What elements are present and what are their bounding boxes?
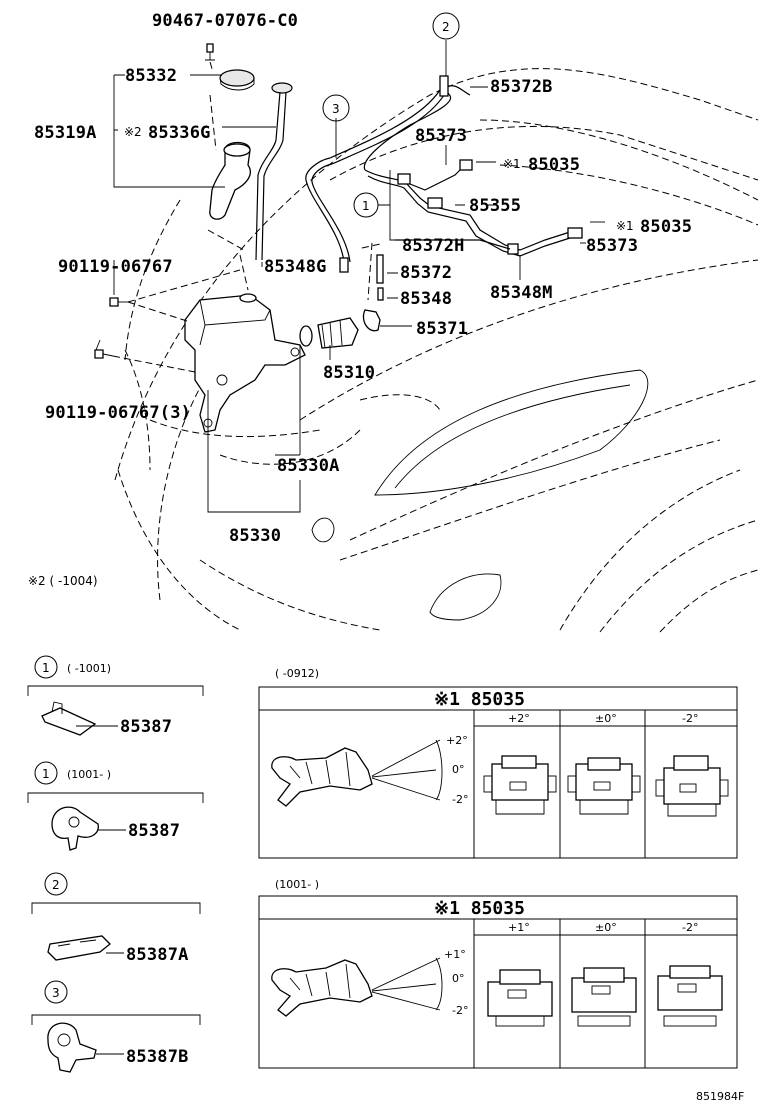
figure-id: 851984F — [696, 1090, 744, 1103]
clip-2-circle: 1 — [42, 767, 50, 781]
label-85336g: 85336G — [148, 123, 211, 143]
nozzle-table-1-angle-mid: 0° — [452, 763, 465, 776]
label-85332: 85332 — [125, 66, 177, 86]
nozzle-table-2-range: (1001- ) — [275, 878, 319, 891]
nozzle-table-1-title: ※1 85035 — [434, 689, 525, 710]
label-85035-top: 85035 — [528, 155, 580, 175]
nozzle-table-2-view-zero — [571, 967, 637, 1027]
label-85373-right: 85373 — [586, 236, 638, 256]
nozzle-table-2-col-3: -2° — [682, 921, 698, 934]
clip-2-part: 85387 — [128, 821, 180, 841]
car-body-outline — [114, 68, 759, 633]
label-85330a: 85330A — [277, 456, 340, 476]
nozzle-table-2-angle-down: -2° — [452, 1004, 468, 1017]
nozzle-table-1-col-2: ±0° — [595, 712, 617, 725]
clip-1-range: ( -1001) — [67, 662, 111, 675]
clip-section: 1 ( -1001) 85387 1 (1001- ) 85387 2 8538… — [27, 655, 204, 1073]
nozzle-table-2-view-minus2 — [657, 965, 723, 1027]
clip-1-circle: 1 — [42, 661, 50, 675]
nozzle-table-1-col-1: +2° — [508, 712, 530, 725]
label-85330: 85330 — [229, 526, 281, 546]
nozzle-table-1-angle-down: -2° — [452, 793, 468, 806]
nozzle-table-1-view-zero — [567, 757, 641, 815]
note-mark-2-range: ※2 ( -1004) — [28, 574, 98, 588]
leader-lines — [95, 40, 605, 513]
label-85372h: 85372H — [402, 236, 465, 256]
label-85355: 85355 — [469, 196, 521, 216]
nozzle-table-1-view-minus2 — [655, 755, 729, 817]
label-85348: 85348 — [400, 289, 452, 309]
clip-1-part: 85387 — [120, 717, 172, 737]
nozzle-table-1-col-3: -2° — [682, 712, 698, 725]
nozzle-table-2-view-plus1 — [487, 969, 553, 1027]
label-90119-06767-3: 90119-06767(3) — [45, 403, 191, 423]
nozzle-table-2-angle-mid: 0° — [452, 972, 465, 985]
clip-2-range: (1001- ) — [67, 768, 111, 781]
mark-1-right: ※1 — [616, 219, 634, 233]
callout-3: 3 — [332, 102, 340, 116]
nozzle-table-2-angle-up: +1° — [444, 948, 466, 961]
clip-4-part: 85387B — [126, 1047, 189, 1067]
label-85371: 85371 — [416, 319, 468, 339]
clip-3-part: 85387A — [126, 945, 189, 965]
nozzle-table-1-range: ( -0912) — [275, 667, 319, 680]
nozzle-table-2-col-2: ±0° — [595, 921, 617, 934]
label-85310: 85310 — [323, 363, 375, 383]
label-85372b: 85372B — [490, 77, 553, 97]
part-labels: 90467-07076-C0 85332 85319A ※2 85336G 90… — [34, 11, 692, 546]
callout-1: 1 — [362, 199, 370, 213]
mark-2-85336g: ※2 — [124, 125, 142, 139]
label-85035-right: 85035 — [640, 217, 692, 237]
nozzle-table-1: ( -0912) ※1 85035 +2° ±0° -2° +2° 0° -2° — [258, 667, 738, 859]
nozzle-table-1-view-plus2 — [483, 755, 557, 815]
nozzle-table-2-col-1: +1° — [508, 921, 530, 934]
mark-1-top: ※1 — [503, 157, 521, 171]
clip-3-circle: 2 — [52, 878, 60, 892]
label-85348m: 85348M — [490, 283, 553, 303]
washer-reservoir — [94, 43, 384, 433]
callout-2: 2 — [442, 20, 450, 34]
callout-circles: 2 3 1 — [322, 12, 460, 218]
nozzle-table-2-title: ※1 85035 — [434, 898, 525, 919]
label-85373-top: 85373 — [415, 126, 467, 146]
label-85372: 85372 — [400, 263, 452, 283]
label-90467-07076-c0: 90467-07076-C0 — [152, 11, 298, 31]
label-85348g: 85348G — [264, 257, 327, 277]
nozzle-table-1-angle-up: +2° — [446, 734, 468, 747]
label-85319a: 85319A — [34, 123, 97, 143]
washer-hoses — [305, 75, 583, 273]
label-90119-06767: 90119-06767 — [58, 257, 173, 277]
clip-4-circle: 3 — [52, 986, 60, 1000]
nozzle-table-2: (1001- ) ※1 85035 +1° ±0° -2° +1° 0° -2° — [258, 878, 738, 1069]
